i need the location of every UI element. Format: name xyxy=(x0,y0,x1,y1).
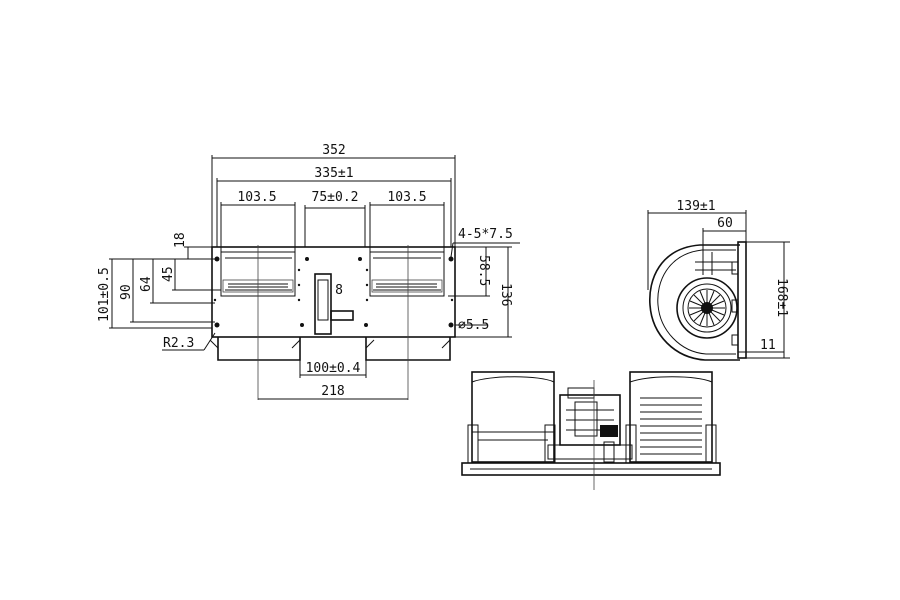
dim-outlet-left: 103.5 xyxy=(237,190,276,205)
mount-hole xyxy=(448,322,454,328)
dim-side-height: 168±1 xyxy=(774,278,789,317)
dim-side-11: 11 xyxy=(760,338,776,353)
dim-right-136: 136 xyxy=(498,283,513,306)
left-scroll-bottom xyxy=(217,337,301,361)
dim-outlet-right: 103.5 xyxy=(387,190,426,205)
dim-right-58: 58.5 xyxy=(476,255,491,286)
dim-mount-span: 335±1 xyxy=(314,166,353,181)
dim-center-span: 100±0.4 xyxy=(306,361,361,376)
dim-bottom-span: 218 xyxy=(321,384,344,399)
dim-left-90: 90 xyxy=(119,284,134,300)
side-view: 139±1 60 168±1 11 xyxy=(647,199,790,361)
left-housing xyxy=(471,371,555,463)
side-flange xyxy=(737,241,747,359)
dim-overall-length: 352 xyxy=(322,143,345,158)
dim-side-depth: 139±1 xyxy=(676,199,715,214)
dim-left-64: 64 xyxy=(139,276,154,292)
fan-inlet xyxy=(676,277,738,339)
rotation-symbol: 8 xyxy=(335,283,343,298)
dim-hole-spec: 4-5*7.5 xyxy=(458,227,513,242)
dim-left-45: 45 xyxy=(161,266,176,282)
right-outlet xyxy=(369,251,445,297)
mount-hole xyxy=(448,256,454,262)
mount-hole xyxy=(214,322,220,328)
motor xyxy=(547,387,633,463)
front-plate xyxy=(211,246,456,338)
right-housing xyxy=(629,371,713,463)
front-view: 8 352 335±1 103.5 75±0.2 103.5 xyxy=(97,143,520,400)
motor-channel xyxy=(314,273,332,335)
dim-radius: R2.3 xyxy=(163,336,194,351)
plan-view xyxy=(461,371,721,490)
scroll-housing xyxy=(649,244,740,361)
base-plate xyxy=(461,462,721,476)
dim-outlet-gap: 75±0.2 xyxy=(312,190,359,205)
dim-top-offset: 18 xyxy=(173,232,188,248)
dim-side-60: 60 xyxy=(717,216,733,231)
dim-left-101: 101±0.5 xyxy=(97,267,112,322)
dim-hole-dia: ⌀5.5 xyxy=(458,318,489,333)
